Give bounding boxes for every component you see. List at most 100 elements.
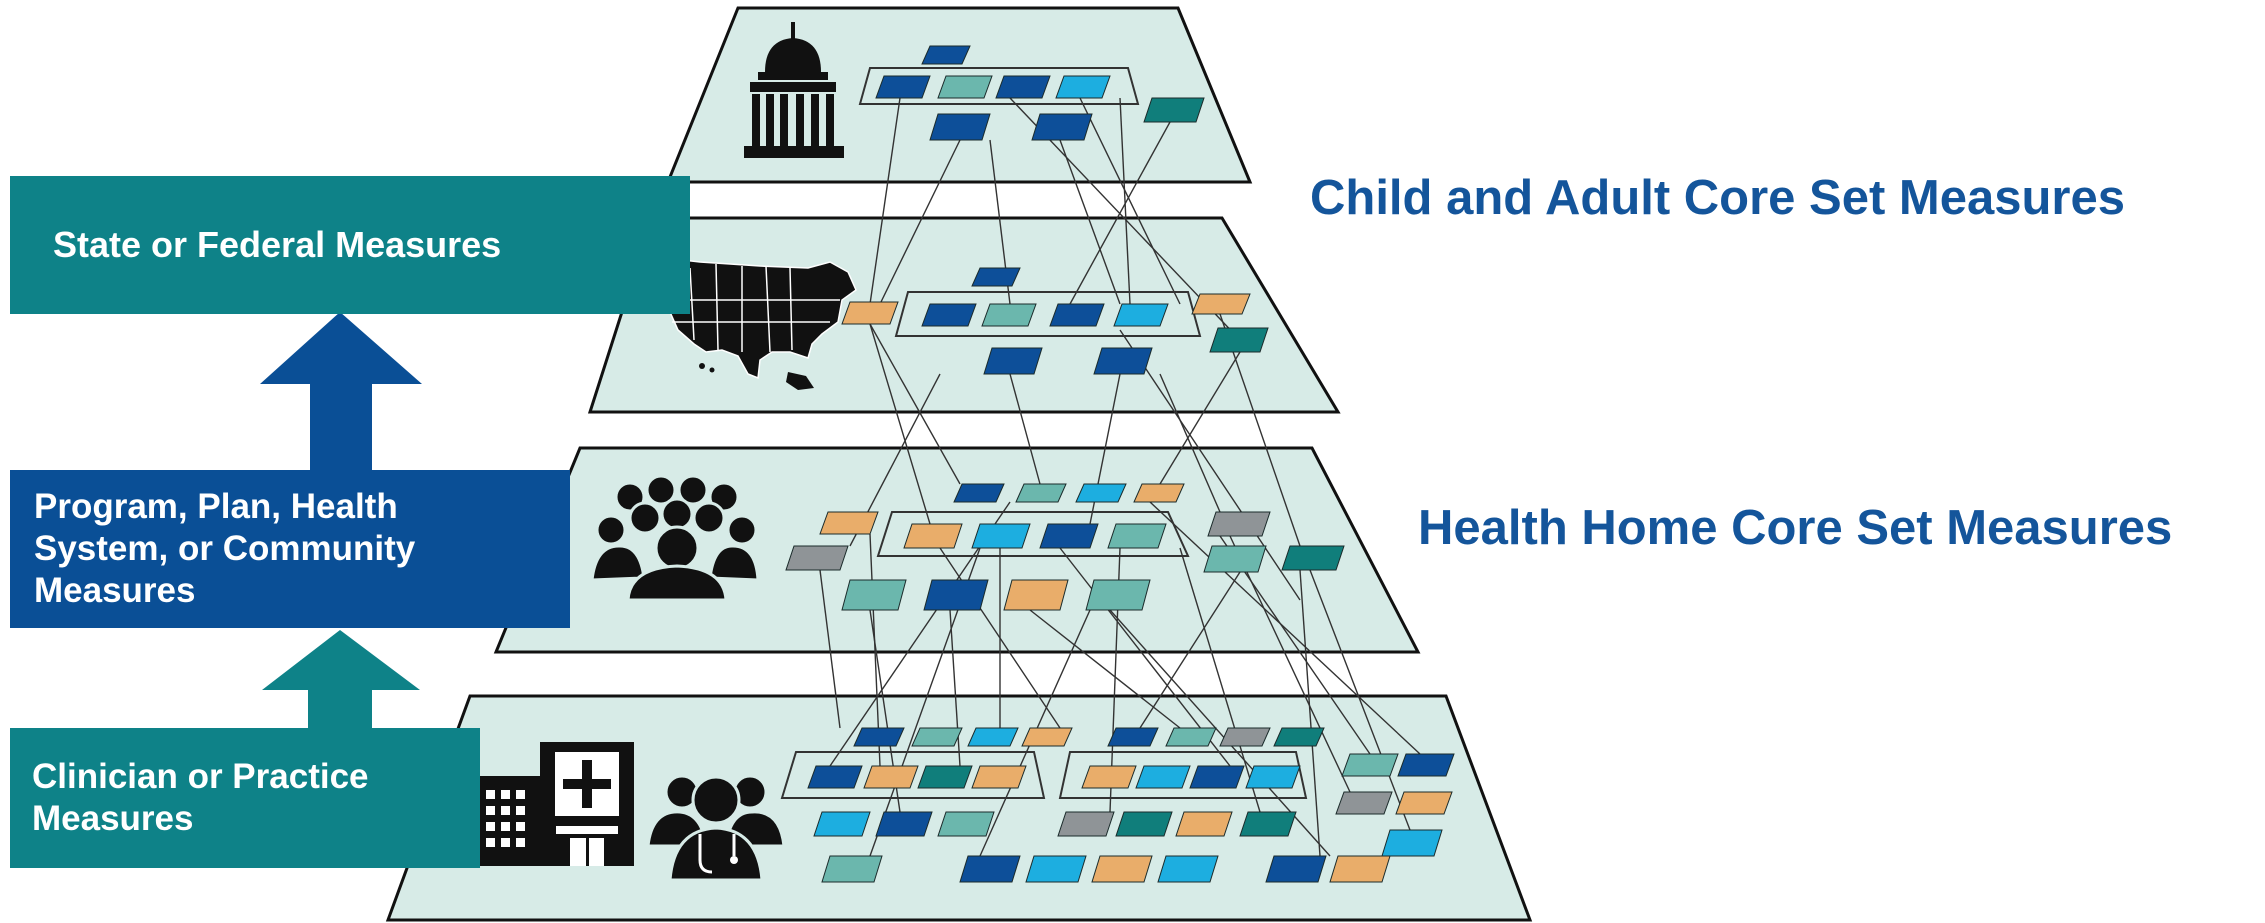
arrow-up-lower xyxy=(262,630,420,728)
clinician-label: Clinician or Practice Measures xyxy=(32,756,369,840)
hospital-icon xyxy=(476,742,634,866)
measure-box-30 xyxy=(1203,545,1267,573)
measure-box-34 xyxy=(1003,579,1069,611)
measure-group-frame-2 xyxy=(894,291,1202,337)
measure-box-64 xyxy=(821,855,883,883)
measure-box-60 xyxy=(1115,811,1173,837)
measure-box-55 xyxy=(1395,791,1453,815)
connector-line-23 xyxy=(1029,609,1181,729)
measure-group-frame-1 xyxy=(858,67,1140,105)
health-home-core-set-title: Health Home Core Set Measures xyxy=(1418,501,2173,555)
measure-box-37 xyxy=(911,727,963,747)
measure-box-23 xyxy=(819,511,879,535)
measure-box-54 xyxy=(1335,791,1393,815)
connector-line-21 xyxy=(949,609,961,767)
measure-box-63 xyxy=(1381,829,1443,857)
measure-box-43 xyxy=(1273,727,1325,747)
measure-box-45 xyxy=(1397,753,1455,777)
measure-box-36 xyxy=(853,727,905,747)
connector-line-33 xyxy=(1229,535,1351,793)
connector-line-26 xyxy=(1179,547,1261,813)
connector-line-28 xyxy=(1299,569,1321,857)
measure-box-18 xyxy=(1093,347,1153,375)
program-label: Program, Plan, Health System, or Communi… xyxy=(34,486,415,612)
measure-box-2 xyxy=(875,75,931,99)
connector-line-19 xyxy=(869,533,881,767)
measure-box-15 xyxy=(1191,293,1251,315)
measure-group-frame-5 xyxy=(1058,751,1308,799)
connector-line-9 xyxy=(869,323,961,485)
community-group-icon xyxy=(590,474,760,602)
measure-box-65 xyxy=(959,855,1021,883)
measure-box-35 xyxy=(1085,579,1151,611)
measure-box-51 xyxy=(1135,765,1191,789)
measure-box-58 xyxy=(937,811,995,837)
measure-box-1 xyxy=(921,45,971,65)
measure-box-67 xyxy=(1091,855,1153,883)
measure-box-28 xyxy=(1107,523,1167,549)
clinician-label-line-1: Clinician or Practice xyxy=(32,757,369,796)
us-map-icon xyxy=(663,257,857,390)
connector-line-27 xyxy=(1139,571,1241,729)
measure-box-4 xyxy=(995,75,1051,99)
program-plan-measures-band: Program, Plan, Health System, or Communi… xyxy=(10,470,570,628)
measure-group-frame-4 xyxy=(780,751,1046,799)
measure-box-27 xyxy=(1039,523,1099,549)
measure-box-25 xyxy=(903,523,963,549)
measure-box-14 xyxy=(1113,303,1169,327)
measure-box-10 xyxy=(841,301,899,325)
clinician-practice-measures-band: Clinician or Practice Measures xyxy=(10,728,480,868)
measure-box-39 xyxy=(1021,727,1073,747)
measure-box-8 xyxy=(1031,113,1093,141)
connector-line-6 xyxy=(1079,97,1181,305)
arrow-up-upper xyxy=(260,312,422,470)
state-federal-measures-band: State or Federal Measures xyxy=(10,176,690,314)
connector-line-2 xyxy=(879,139,961,305)
measure-group-frame-3 xyxy=(876,511,1190,557)
measure-box-44 xyxy=(1341,753,1399,777)
program-label-line-2: System, or Community xyxy=(34,529,416,568)
measure-box-46 xyxy=(807,765,863,789)
program-label-line-3: Measures xyxy=(34,571,196,610)
measure-box-31 xyxy=(1281,545,1345,571)
connector-line-18 xyxy=(819,569,841,729)
measure-box-68 xyxy=(1157,855,1219,883)
connector-line-13 xyxy=(1159,351,1241,485)
measure-box-29 xyxy=(785,545,849,571)
measure-box-19 xyxy=(953,483,1005,503)
measure-box-3 xyxy=(937,75,993,99)
measure-box-56 xyxy=(813,811,871,837)
measure-box-16 xyxy=(1209,327,1269,353)
measure-box-59 xyxy=(1057,811,1115,837)
connector-line-14 xyxy=(1219,313,1301,547)
measure-box-52 xyxy=(1189,765,1245,789)
measure-box-62 xyxy=(1239,811,1297,837)
clinician-icon xyxy=(646,774,786,882)
measure-box-42 xyxy=(1219,727,1271,747)
connector-line-16 xyxy=(1159,373,1221,513)
connector-line-17 xyxy=(1119,329,1301,601)
child-adult-core-set-title: Child and Adult Core Set Measures xyxy=(1310,171,2125,225)
connector-line-10 xyxy=(869,323,931,525)
measure-box-5 xyxy=(1055,75,1111,99)
clinician-label-line-2: Measures xyxy=(32,799,194,838)
measure-box-20 xyxy=(1015,483,1067,503)
measure-box-57 xyxy=(875,811,933,837)
measure-box-11 xyxy=(921,303,977,327)
connector-line-4 xyxy=(1059,139,1121,305)
measure-box-12 xyxy=(981,303,1037,327)
connector-line-32 xyxy=(939,547,1061,729)
measure-box-66 xyxy=(1025,855,1087,883)
measure-box-9 xyxy=(971,267,1021,287)
measure-box-61 xyxy=(1175,811,1233,837)
measure-box-32 xyxy=(841,579,907,611)
program-label-line-1: Program, Plan, Health xyxy=(34,487,398,526)
connector-line-36 xyxy=(1149,501,1421,755)
measure-box-48 xyxy=(917,765,973,789)
measure-box-47 xyxy=(863,765,919,789)
connector-line-11 xyxy=(1009,373,1041,485)
measure-box-49 xyxy=(971,765,1027,789)
connector-line-8 xyxy=(1119,97,1131,305)
state-federal-label: State or Federal Measures xyxy=(53,224,502,265)
